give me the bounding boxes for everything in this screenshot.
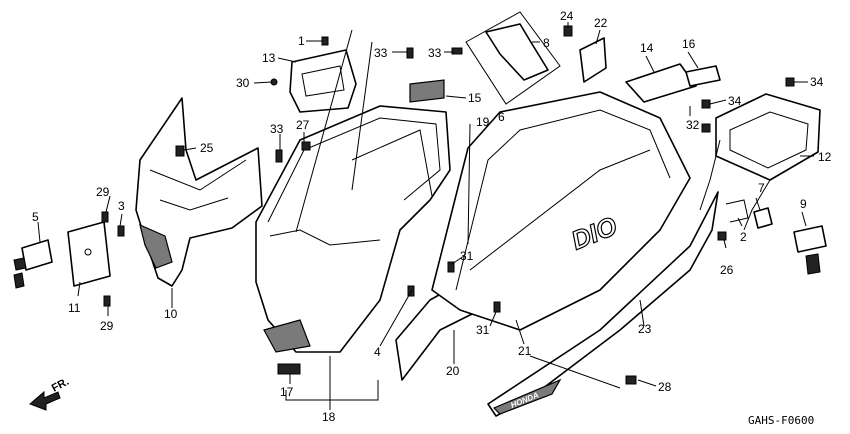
leader-lines [37,22,814,410]
callout-14: 14 [640,41,654,55]
luggage-box [255,105,451,353]
seat-latch [465,11,561,105]
callout-22: 22 [594,16,608,30]
front-arrow-icon [29,390,61,411]
callout-12: 12 [818,150,832,164]
tail-cover [625,63,697,103]
callout-29-bottom: 29 [100,319,114,333]
direction-label: FR. [50,376,71,395]
callout-23: 23 [638,322,652,336]
callout-15: 15 [468,91,482,105]
callout-1: 1 [298,34,305,48]
callout-3: 3 [118,199,125,213]
callout-28: 28 [658,380,672,394]
callouts: 1 2 3 4 5 6 7 8 9 10 11 12 13 14 15 16 1… [32,9,832,424]
callout-16: 16 [682,37,696,51]
clip-2 [725,199,749,223]
callout-11: 11 [68,301,81,315]
callout-17: 17 [280,385,294,399]
callout-31-lower: 31 [476,323,490,337]
box-bracket [289,49,357,113]
callout-7: 7 [758,181,765,195]
grab-bar-plate [685,65,721,87]
callout-32: 32 [686,118,700,132]
callout-6: 6 [498,110,505,124]
callout-33-right: 33 [428,46,442,60]
callout-2: 2 [740,230,747,244]
lock-assembly [13,239,53,289]
rear-carrier [699,93,821,231]
callout-4: 4 [374,345,381,359]
callout-5: 5 [32,210,39,224]
callout-29-top: 29 [96,185,110,199]
callout-18: 18 [322,410,336,424]
pocket-lid [67,221,111,287]
callout-24: 24 [560,9,574,23]
callout-30: 30 [236,76,250,90]
callout-33-lower: 33 [270,122,284,136]
callout-10: 10 [164,307,178,321]
callout-21: 21 [518,344,532,358]
front-inner-cover [135,97,263,287]
callout-33-left: 33 [374,46,388,60]
body-cover-side: DIO [395,91,691,381]
callout-8: 8 [543,36,550,50]
callout-27: 27 [296,118,310,132]
callout-26: 26 [720,263,734,277]
callout-13: 13 [262,51,276,65]
cover-bracket [579,37,607,83]
callout-34-mid: 34 [728,94,742,108]
callout-31-upper: 31 [460,249,474,263]
callout-34-right: 34 [810,75,824,89]
callout-20: 20 [446,364,460,378]
callout-25: 25 [200,141,214,155]
seat-lock [793,225,827,275]
box-stay [409,79,445,103]
diagram-code: GAHS-F0600 [748,414,814,427]
callout-9: 9 [800,197,807,211]
grommet-7 [753,207,773,229]
callout-19: 19 [476,115,490,129]
